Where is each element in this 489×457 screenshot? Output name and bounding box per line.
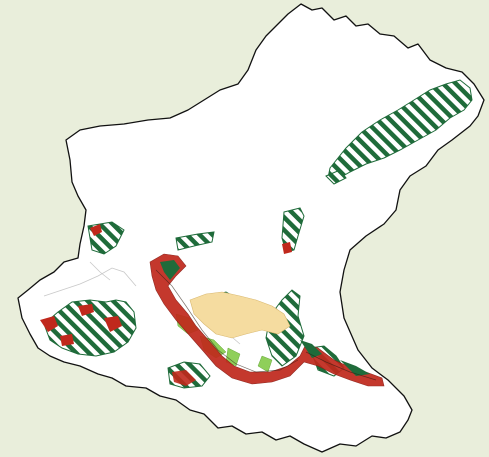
red-belts (40, 224, 385, 387)
tan-zone (189, 291, 291, 339)
hatched-area-northeast-small (325, 169, 347, 185)
region-outline (17, 3, 485, 453)
hatched-area-northeast (327, 79, 473, 181)
hatched-area-west-small (175, 231, 215, 251)
hatched-area-center-strip (281, 207, 305, 253)
red-belt-dark-overlay (160, 260, 370, 376)
red-south-small (172, 370, 196, 386)
belt-texture (155, 269, 377, 381)
hatched-areas (43, 79, 473, 389)
